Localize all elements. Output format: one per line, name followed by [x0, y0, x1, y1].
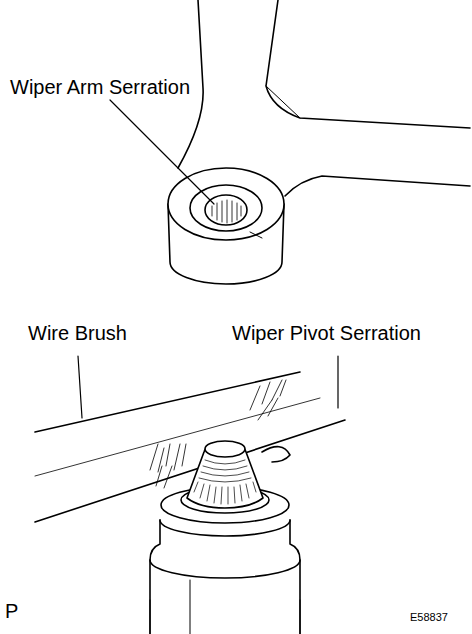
page-mark: P — [5, 600, 18, 622]
leader-lines — [78, 100, 338, 418]
wiper-pivot — [150, 441, 300, 634]
part-label: Wiper Pivot Serration — [232, 322, 421, 344]
part-label: Wiper Arm Serration — [10, 76, 190, 98]
wire-brush — [35, 372, 345, 522]
part-label: Wire Brush — [28, 322, 127, 344]
wiper-arm — [168, 0, 470, 284]
figure-code: E58837 — [410, 611, 448, 623]
